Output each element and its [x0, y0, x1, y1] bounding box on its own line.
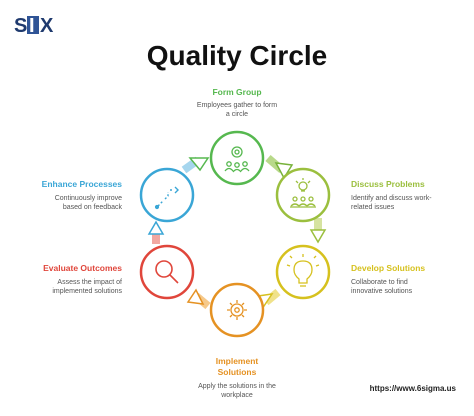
step-title-implement-solutions: Implement Solutions	[215, 356, 259, 377]
lightbulb-team-icon	[290, 178, 316, 208]
step-description-enhance-processes: Continuously improve based on feedback	[54, 195, 122, 211]
six-sigma-logo: S I X	[14, 15, 54, 36]
team-gear-icon	[224, 146, 250, 173]
step-circle-implement-solutions	[209, 282, 265, 338]
step-title-discuss-problems: Discuss Problems	[351, 179, 425, 189]
step-circle-develop-solutions	[275, 244, 331, 300]
step-circle-discuss-problems	[275, 167, 331, 223]
svg-text:X: X	[40, 15, 54, 36]
arrow-discuss-to-develop	[309, 218, 327, 244]
arrow-enhance-to-form	[181, 156, 210, 174]
arrow-implement-to-evaluate	[186, 288, 211, 310]
step-description-develop-solutions: Collaborate to find innovative solutions	[351, 279, 413, 295]
magnifier-icon	[155, 260, 179, 284]
step-description-evaluate-outcomes: Assess the impact of implemented solutio…	[52, 279, 122, 295]
step-description-implement-solutions: Apply the solutions in the workplace	[198, 383, 276, 399]
step-circle-evaluate-outcomes	[139, 244, 195, 300]
step-circle-enhance-processes	[139, 167, 195, 223]
path-arrow-icon	[154, 186, 179, 210]
arrow-form-to-discuss	[265, 154, 294, 180]
step-title-develop-solutions: Develop Solutions	[351, 263, 426, 273]
step-title-enhance-processes: Enhance Processes	[41, 179, 122, 189]
gear-icon	[227, 300, 247, 320]
step-description-discuss-problems: Identify and discuss work- related issue…	[351, 195, 432, 211]
page-title: Quality Circle	[146, 40, 328, 71]
lightbulb-icon	[286, 254, 320, 287]
step-circle-form-group	[209, 130, 265, 186]
svg-text:I: I	[29, 15, 35, 36]
step-description-form-group: Employees gather to form a circle	[196, 102, 278, 118]
step-title-form-group: Form Group	[212, 87, 262, 97]
footer-url[interactable]: https://www.6sigma.us	[369, 384, 456, 393]
svg-text:S: S	[14, 15, 27, 36]
step-title-evaluate-outcomes: Evaluate Outcomes	[43, 263, 122, 273]
arrow-evaluate-to-enhance	[147, 220, 165, 244]
